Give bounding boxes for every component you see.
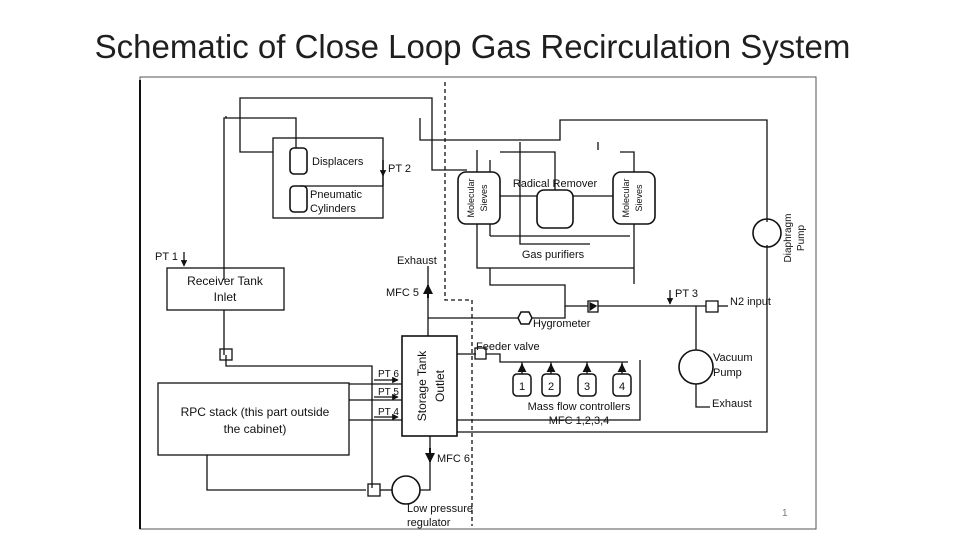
mfc-2-label: 2 (548, 381, 554, 393)
molecular-sieves-left (457, 171, 501, 225)
mol-sieves-left-2: Sieves (479, 184, 489, 212)
radical-remover-label: Radical Remover (513, 178, 598, 190)
page-number: 1 (782, 508, 788, 519)
storage-label-1: Storage Tank (415, 350, 429, 421)
valve-bottom (367, 483, 381, 497)
mfc6-label: MFC 6 (437, 453, 470, 465)
rpc-label-1: RPC stack (this part outside (181, 405, 330, 419)
pt2-label: PT 2 (388, 163, 411, 175)
diaphragm-label-2: Pump (796, 225, 807, 252)
pneumatic-label-1: Pneumatic (310, 189, 362, 201)
radical-remover-box (536, 189, 574, 229)
storage-label-2: Outlet (433, 369, 447, 402)
lpr-label-2: regulator (407, 517, 451, 529)
receiver-tank-box (166, 267, 285, 311)
lpr-label-1: Low pressure (407, 503, 473, 515)
exhaust-bottom-label: Exhaust (712, 398, 752, 410)
vacuum-pump (678, 349, 714, 385)
pt1-label: PT 1 (155, 251, 178, 263)
low-pressure-regulator (391, 475, 421, 505)
pt6-label: PT 6 (378, 369, 399, 380)
valve-n2-input (705, 300, 719, 313)
pt3-label: PT 3 (675, 288, 698, 300)
pt5-label: PT 5 (378, 387, 399, 398)
pneumatic-label-2: Cylinders (310, 203, 356, 215)
exhaust-top-label: Exhaust (397, 255, 437, 267)
page-title: Schematic of Close Loop Gas Recirculatio… (94, 28, 851, 65)
valve-feeder (474, 347, 487, 360)
mol-sieves-left-1: Molecular (466, 178, 476, 217)
diaphragm-pump (752, 218, 782, 248)
displacers-label: Displacers (312, 156, 364, 168)
cabinet-frame (139, 76, 817, 530)
rpc-stack-box (157, 382, 350, 456)
mol-sieves-right-2: Sieves (634, 184, 644, 212)
pt4-label: PT 4 (378, 407, 399, 418)
hygrometer-label: Hygrometer (533, 318, 591, 330)
feeder-valve-label: Feeder valve (476, 341, 540, 353)
cabinet-boundary-dashed (444, 82, 473, 526)
vacuum-label-1: Vacuum (713, 352, 753, 364)
storage-tank-box (401, 335, 458, 437)
mfc-list-label: MFC 1,2,3,4 (549, 415, 610, 427)
diaphragm-label-1: Diaphragm (783, 214, 794, 263)
mfc5-label: MFC 5 (386, 287, 419, 299)
vacuum-label-2: Pump (713, 367, 742, 379)
mfc-4-label: 4 (619, 381, 625, 393)
receiver-label-1: Receiver Tank (187, 274, 264, 288)
n2-input-label: N2 input (730, 296, 771, 308)
check-valve (587, 300, 599, 313)
rpc-label-2: the cabinet) (224, 422, 287, 436)
receiver-label-2: Inlet (214, 290, 237, 304)
mfc-3-label: 3 (584, 381, 590, 393)
valve-left (219, 348, 233, 361)
mol-sieves-right-1: Molecular (621, 178, 631, 217)
hygrometer-symbol (517, 311, 533, 325)
gas-purifiers-label: Gas purifiers (522, 249, 585, 261)
mass-flow-controllers-label: Mass flow controllers (528, 401, 631, 413)
mfc-1-label: 1 (519, 381, 525, 393)
